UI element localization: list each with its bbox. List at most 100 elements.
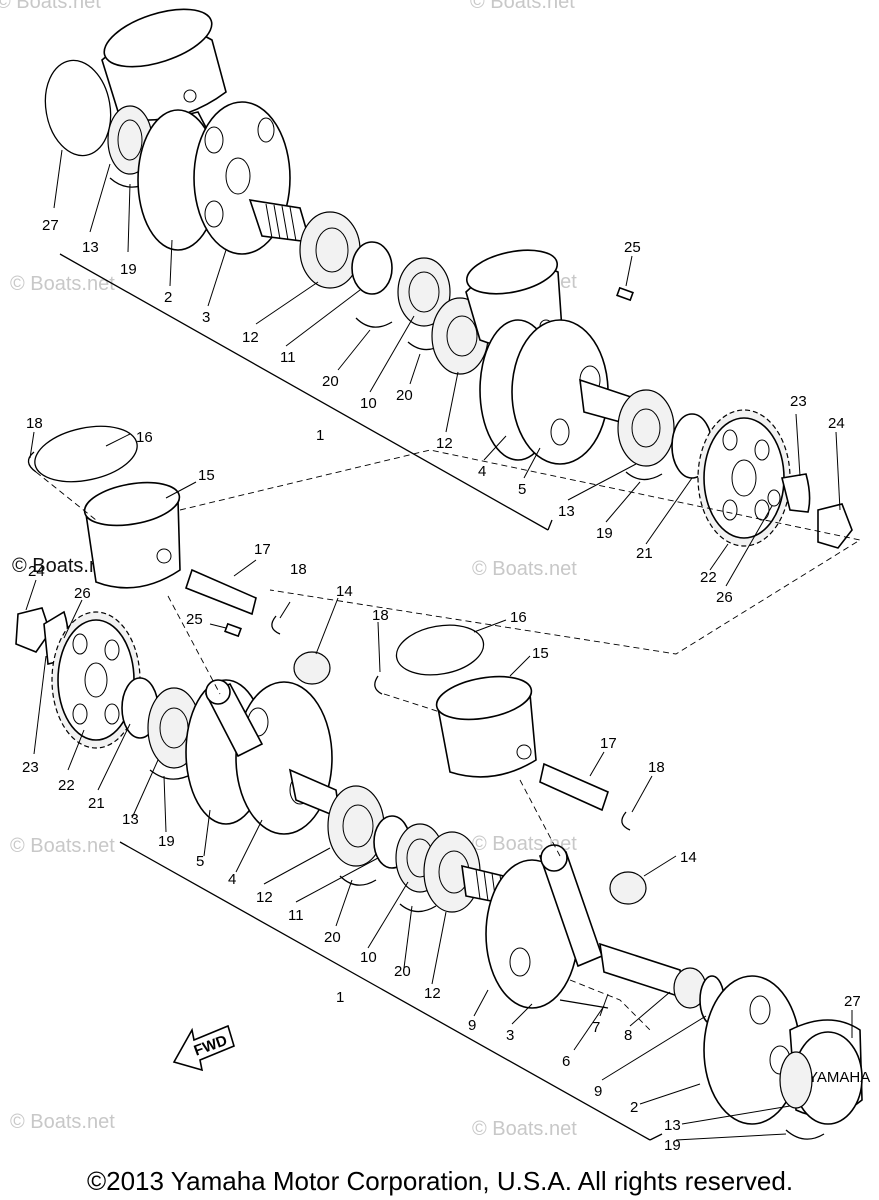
- callout: 5: [518, 481, 526, 498]
- callout: 20: [324, 929, 341, 946]
- watermark: © Boats.net: [10, 835, 115, 857]
- callout: 13: [82, 239, 99, 256]
- circlip: [271, 615, 281, 635]
- callout: 12: [436, 435, 453, 452]
- callout: 22: [700, 569, 717, 586]
- callout: 25: [186, 611, 203, 628]
- callout: 14: [336, 583, 353, 600]
- collar: [351, 241, 393, 295]
- callout: 27: [42, 217, 59, 234]
- watermark: © Boats.net: [0, 0, 101, 13]
- primary-drive-gear: [697, 409, 791, 547]
- dashed-guides: [35, 449, 862, 1031]
- callout: 16: [510, 609, 527, 626]
- callout: 26: [74, 585, 91, 602]
- watermark: © Boats.net: [470, 0, 575, 13]
- needle-bearing: [293, 651, 331, 685]
- callout: 4: [228, 871, 236, 888]
- callout-labels: 27 13 19 2 3 12 11 20 10 20 12 25 1 4 5 …: [22, 217, 861, 1154]
- callout: 18: [648, 759, 665, 776]
- callout: 11: [288, 907, 304, 924]
- callout: 6: [562, 1053, 570, 1070]
- callout: 12: [242, 329, 259, 346]
- bearing: [617, 389, 675, 467]
- callout: 17: [254, 541, 271, 558]
- callout: 19: [158, 833, 175, 850]
- woodruff-key: [767, 489, 781, 507]
- callout: 18: [290, 561, 307, 578]
- circlip: [355, 317, 393, 328]
- piston-pin: [539, 762, 609, 812]
- callout: 25: [624, 239, 641, 256]
- leader-lines: [25, 149, 853, 1141]
- callout: 10: [360, 949, 377, 966]
- oil-seal: [397, 257, 451, 327]
- callout: 24: [828, 415, 845, 432]
- callout: 9: [468, 1017, 476, 1034]
- callout: 11: [280, 349, 296, 366]
- callout: 16: [136, 429, 153, 446]
- callout: 1: [316, 427, 324, 444]
- callout: 3: [506, 1027, 514, 1044]
- bearing: [299, 211, 361, 289]
- callout: 20: [396, 387, 413, 404]
- callout: 15: [198, 467, 215, 484]
- callout: 12: [256, 889, 273, 906]
- lower-crankshaft-assembly: YAMAHA: [15, 607, 870, 1140]
- piston-ring: [395, 624, 485, 676]
- callout: 18: [372, 607, 389, 624]
- callout: 19: [596, 525, 613, 542]
- watermark-dark: © Boats.net: [12, 555, 117, 577]
- lock-washer: [781, 473, 811, 513]
- circlip: [339, 875, 377, 886]
- callout: 15: [532, 645, 549, 662]
- callout: 20: [394, 963, 411, 980]
- watermark: © Boats.net: [472, 558, 577, 580]
- callout: 14: [680, 849, 697, 866]
- pin: [616, 286, 634, 302]
- callout: 13: [558, 503, 575, 520]
- callout: 2: [630, 1099, 638, 1116]
- piston-marking: YAMAHA: [808, 1069, 870, 1086]
- copyright-notice: ©2013 Yamaha Motor Corporation, U.S.A. A…: [87, 1166, 793, 1196]
- right-piston-group: [374, 624, 647, 905]
- callout: 22: [58, 777, 75, 794]
- upper-crankshaft-assembly: [44, 8, 853, 549]
- pin: [224, 622, 242, 638]
- callout: 24: [28, 563, 45, 580]
- piston-ring: [44, 59, 112, 157]
- circlip: [27, 451, 37, 473]
- callout: 13: [122, 811, 139, 828]
- callout: 4: [478, 463, 486, 480]
- callout: 20: [322, 373, 339, 390]
- grouping-brackets: [59, 253, 663, 1141]
- circlip: [621, 811, 631, 831]
- callout: 19: [664, 1137, 681, 1154]
- piston-ring: [34, 425, 138, 483]
- crankshaft-end: [599, 942, 685, 1000]
- piston-upper-right: [465, 249, 563, 347]
- callout: 7: [592, 1019, 600, 1036]
- piston-pin: [185, 568, 257, 616]
- callout: 2: [164, 289, 172, 306]
- piston-upper-left: [101, 8, 227, 121]
- forward-arrow-icon: FWD: [172, 1024, 235, 1072]
- callout: 27: [844, 993, 861, 1010]
- callout: 1: [336, 989, 344, 1006]
- callout: 26: [716, 589, 733, 606]
- callout: 17: [600, 735, 617, 752]
- circlip: [374, 675, 383, 695]
- left-piston-group: [27, 425, 331, 685]
- callout: 18: [26, 415, 43, 432]
- callout: 21: [88, 795, 105, 812]
- watermark: © Boats.net: [472, 1118, 577, 1140]
- callout: 12: [424, 985, 441, 1002]
- callout: 3: [202, 309, 210, 326]
- callout: 23: [22, 759, 39, 776]
- nut: [817, 503, 853, 549]
- callout: 19: [120, 261, 137, 278]
- callout: 23: [790, 393, 807, 410]
- callout: 10: [360, 395, 377, 412]
- bearing: [779, 1051, 813, 1109]
